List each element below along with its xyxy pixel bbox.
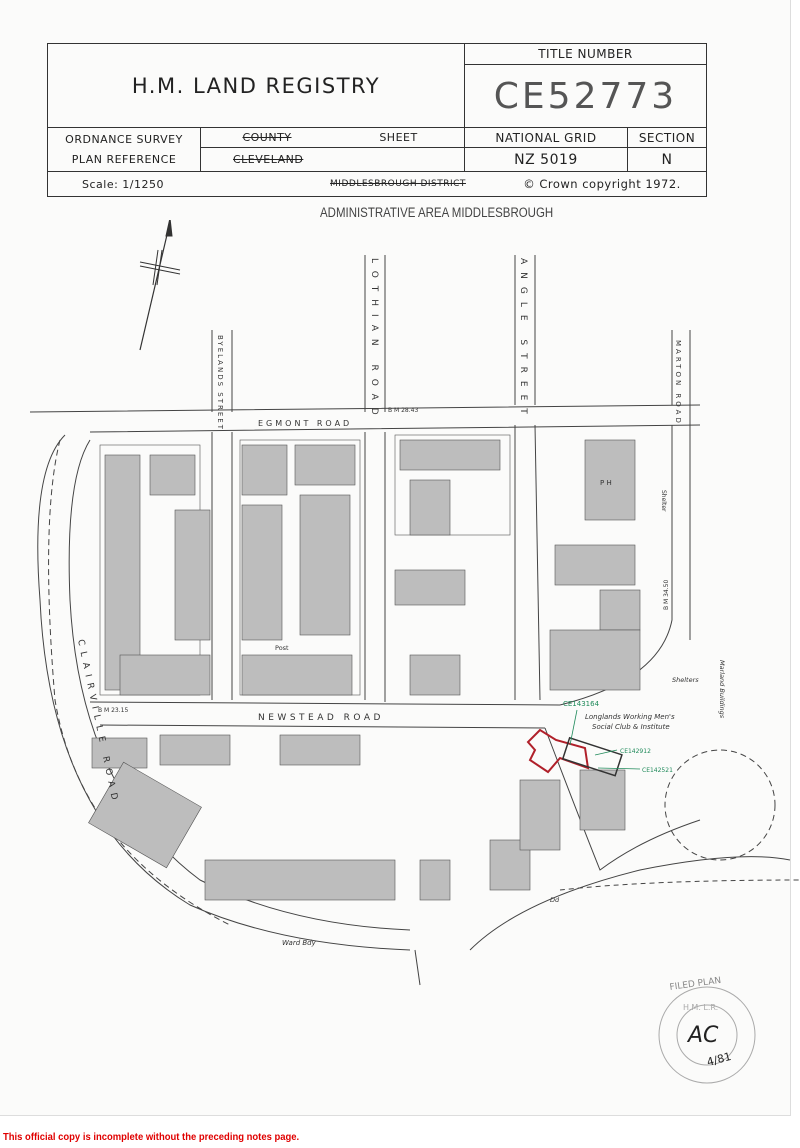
annotation-lines xyxy=(569,709,641,770)
os-ref-line1: ORDNANCE SURVEY xyxy=(65,132,183,146)
dd-label: Dd xyxy=(550,896,560,904)
site-map: EGMONT ROAD NEWSTEAD ROAD CLAIRVILLE ROA… xyxy=(29,220,800,1084)
club-label-2: Social Club & Institute xyxy=(592,723,670,731)
national-grid-label: NATIONAL GRID xyxy=(465,128,628,148)
north-arrow-icon xyxy=(139,220,181,351)
stamp-date: 4/81 xyxy=(705,1050,732,1069)
ph-label: P H xyxy=(600,479,612,487)
egmont-road-label: EGMONT ROAD xyxy=(258,419,352,428)
stamp-initials: AC xyxy=(686,1023,719,1048)
angle-street-label: ANGLE STREET xyxy=(518,258,528,422)
title-number-label: TITLE NUMBER xyxy=(465,44,706,65)
title-number: CE52773 xyxy=(465,65,706,128)
buildings xyxy=(88,434,641,901)
marland-buildings-label: Marland Buildings xyxy=(718,660,726,719)
lothian-road-label: LOTHIAN ROAD xyxy=(369,258,379,423)
county-value: CLEVELAND xyxy=(201,148,465,172)
county-label: COUNTY xyxy=(201,128,333,148)
post-label: Post xyxy=(275,644,289,652)
newstead-road-label: NEWSTEAD ROAD xyxy=(258,713,384,723)
annotation-ce143164: CE143164 xyxy=(563,700,600,708)
shelters-label: Shelters xyxy=(672,676,699,684)
annotation-ce142912: CE142912 xyxy=(620,748,651,755)
section-value: N xyxy=(628,148,706,172)
sheet-label: SHEET xyxy=(333,128,465,148)
registry-title: H.M. LAND REGISTRY xyxy=(48,44,465,128)
shelter-label: Shelter xyxy=(660,490,667,512)
byelands-street-label: BYELANDS STREET xyxy=(216,335,224,431)
national-grid-value: NZ 5019 xyxy=(465,148,628,172)
os-plan-reference: ORDNANCE SURVEY PLAN REFERENCE xyxy=(48,128,201,172)
district: MIDDLESBROUGH DISTRICT xyxy=(330,179,466,189)
club-label: Longlands Working Men's xyxy=(585,713,675,721)
road-network xyxy=(29,255,800,986)
benchmark-2: B M 23.15 xyxy=(98,707,128,714)
scale: Scale: 1/1250 xyxy=(82,177,164,191)
footer-notice: This official copy is incomplete without… xyxy=(3,1131,300,1143)
annotation-ce142521: CE142521 xyxy=(642,767,673,774)
registered-extent xyxy=(526,728,623,777)
benchmark-3: B M 34.50 xyxy=(663,580,670,610)
copyright: © Crown copyright 1972. xyxy=(523,177,681,191)
marton-road-label: MARTON ROAD xyxy=(674,340,682,426)
ward-boundary-label: Ward Bdy xyxy=(282,939,317,947)
header-table: H.M. LAND REGISTRY TITLE NUMBER CE52773 … xyxy=(47,43,707,197)
stamp-ring-text: H.M. L.R. xyxy=(683,1003,718,1012)
filed-plan-stamp: FILED PLAN H.M. L.R. AC 4/81 xyxy=(658,976,756,1084)
os-ref-line2: PLAN REFERENCE xyxy=(71,152,177,166)
filed-plan-text: FILED PLAN xyxy=(669,976,722,993)
section-label: SECTION xyxy=(628,128,706,148)
administrative-area: ADMINISTRATIVE AREA MIDDLESBROUGH xyxy=(320,205,554,220)
benchmark-1: B M 28.43 xyxy=(388,407,418,414)
